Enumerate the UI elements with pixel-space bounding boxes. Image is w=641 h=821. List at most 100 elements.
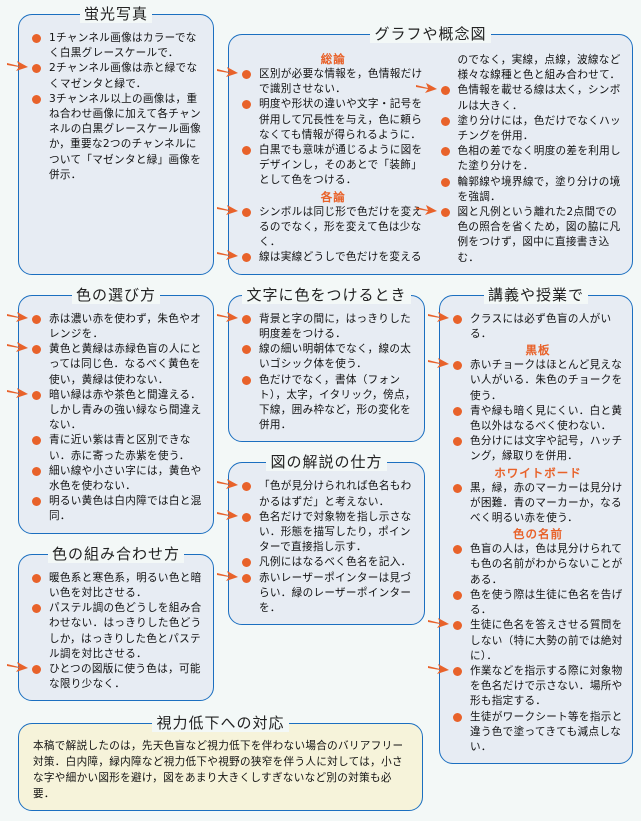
list-item: ひとつの図版に使う色は，可能な限り少なく． xyxy=(7,661,205,692)
bullet-list: 背景と字の間に，はっきりした明度差をつける．線の細い明朝体でなく，線の太いゴシッ… xyxy=(217,311,416,434)
list-item: 青に近い紫は青と区別できない．赤に寄った赤紫を使う． xyxy=(31,433,205,463)
bullet-icon xyxy=(32,497,41,507)
list-item: 生徒に色名を答えさせる質問をしない（特に大勢の前では絶対に）． xyxy=(428,618,624,664)
list-item: 暗い緑は赤や茶色と間違える．しかし青みの強い緑なら間違えない． xyxy=(7,387,205,434)
bullet-icon xyxy=(242,314,251,324)
section-combination: 色の組み合わせ方 暖色系と寒色系，明るい色と暗い色を対比させる．パステル調の色ど… xyxy=(7,544,214,702)
list-item-text: 生徒に色名を答えさせる質問をしない（特に大勢の前では絶対に）． xyxy=(470,619,623,662)
list-item: 2チャンネル画像は赤と緑でなくマゼンタと緑で． xyxy=(7,61,205,91)
list-item: 黄色と黄緑は赤緑色盲の人にとっては同じ色．なるべく黄色を使い，黄緑は使わない． xyxy=(7,342,205,388)
list-item: 3チャンネル以上の画像は，重ね合わせ画像に加えて各チャンネルの白黒グレースケール… xyxy=(31,92,205,183)
arrow-icon xyxy=(217,478,239,490)
section-low-vision: 視力低下への対応 本稿で解説したのは，先天色盲など視力低下を伴わない場合のバリア… xyxy=(18,714,423,812)
bullet-icon xyxy=(242,345,251,355)
bullet-icon xyxy=(440,177,450,187)
bullet-icon xyxy=(242,375,251,385)
section-text-color: 文字に色をつけるとき 背景と字の間に，はっきりした明度差をつける．線の細い明朝体… xyxy=(217,285,425,443)
list-item: 白黒でも意味が通じるように図をデザインし，そのあとで「装飾」として色をつける． xyxy=(241,143,426,189)
list-item-text: 2チャンネル画像は赤と緑でなくマゼンタと緑で． xyxy=(49,62,198,90)
list-item: 赤は濃い赤を使わず，朱色やオレンジを． xyxy=(7,311,205,342)
bullet-icon xyxy=(32,436,41,446)
bullet-icon xyxy=(453,437,462,447)
bullet-icon xyxy=(242,482,251,492)
arrow-icon xyxy=(217,311,239,323)
list-item-text: 赤いレーザーポインターは見づらい．緑のレーザーポインターを． xyxy=(259,571,412,615)
list-item-text: 明度や形状の違いや文字・記号を併用して冗長性を与え，色に頼らなくても情報が得られ… xyxy=(259,98,423,141)
bullet-list: 赤は濃い赤を使わず，朱色やオレンジを．黄色と黄緑は赤緑色盲の人にとっては同じ色．… xyxy=(7,311,205,525)
section-title: 図の解説の仕方 xyxy=(266,453,387,472)
arrow-icon xyxy=(217,204,239,216)
list-item-text: 白黒でも意味が通じるように図をデザインし，そのあとで「装飾」として色をつける． xyxy=(259,144,423,187)
bullet-icon xyxy=(453,666,462,676)
bullet-icon xyxy=(242,207,251,217)
subheading: 各論 xyxy=(320,189,346,204)
section-title: 色の組み合わせ方 xyxy=(47,544,184,563)
list-item-text: 赤は濃い赤を使わず，朱色やオレンジを． xyxy=(49,312,201,341)
list-item: 色名だけで対象物を指し示さない．形態を描写したり，ポインターで直接指し示す． xyxy=(217,509,416,556)
list-item: 色情報を載せる線は太く，シンボルは大きく． xyxy=(415,83,625,113)
section-title: 講義や授業で xyxy=(483,285,588,304)
list-item: 生徒がワークシート等を指示と違う色で塗ってきても減点しない． xyxy=(452,710,624,756)
arrow-icon xyxy=(7,661,29,673)
list-item-text: 区別が必要な情報を，色情報だけで識別させない． xyxy=(259,68,423,96)
arrow-icon xyxy=(415,204,438,216)
list-item: 背景と字の間に，はっきりした明度差をつける． xyxy=(217,311,416,342)
bullet-icon xyxy=(453,314,462,324)
section-graphs: グラフや概念図 総論区別が必要な情報を，色情報だけで識別させない．明度や形状の違… xyxy=(217,25,633,275)
arrow-icon xyxy=(415,82,438,94)
bullet-icon xyxy=(453,361,462,371)
section-figure-explain: 図の解説の仕方 「色が見分けられれば色名もわかるはずだ」と考えない．色名だけで対… xyxy=(217,453,425,626)
section-title: 色の選び方 xyxy=(71,285,160,304)
list-item-text: 明るい黄色は白内障では白と混同． xyxy=(49,495,202,523)
list-item: 線の細い明朝体でなく，線の太いゴシック体を使う． xyxy=(241,342,416,372)
arrow-icon xyxy=(7,60,29,72)
bullet-list: 総論区別が必要な情報を，色情報だけで識別させない．明度や形状の違いや文字・記号を… xyxy=(217,51,426,266)
list-item-text: 黄色と黄緑は赤緑色盲の人にとっては同じ色．なるべく黄色を使い，黄緑は使わない． xyxy=(49,343,202,386)
arrow-icon xyxy=(428,617,450,629)
bullet-icon xyxy=(440,208,450,218)
list-item: 赤いレーザーポインターは見づらい．緑のレーザーポインターを． xyxy=(217,570,416,617)
bullet-icon xyxy=(242,100,251,110)
list-item: 区別が必要な情報を，色情報だけで識別させない． xyxy=(217,67,426,97)
bullet-icon xyxy=(242,512,251,522)
list-item-text: 色分けには文字や記号，ハッチング，縁取りを併用． xyxy=(470,435,623,463)
list-item: 色盲の人は，色は見分けられても色の名前がわからないことがある． xyxy=(452,542,624,588)
bullet-icon xyxy=(453,483,462,493)
bullet-icon xyxy=(440,86,450,96)
list-item: 凡例にはなるべく色名を記入． xyxy=(241,555,416,570)
list-item: クラスには必ず色盲の人がいる． xyxy=(428,311,624,342)
arrow-icon xyxy=(7,311,29,323)
section-title: グラフや概念図 xyxy=(370,25,491,43)
list-item: 塗り分けには，色だけでなくハッチングを併用． xyxy=(440,114,625,144)
list-item: 黒，緑，赤のマーカーは見分けが困難．青のマーカーか，なるべく明るい赤を使う． xyxy=(452,481,624,527)
bullet-list: 暖色系と寒色系，明るい色と暗い色を対比させる．パステル調の色どうしを組み合わせな… xyxy=(7,571,205,693)
list-item-text: 色情報を載せる線は太く，シンボルは大きく． xyxy=(457,84,621,112)
bullet-icon xyxy=(242,573,251,583)
continued-text: のでなく，実線，点線，波線など様々な線種と色と組み合わせて． xyxy=(457,54,621,82)
bullet-icon xyxy=(440,116,450,126)
list-item-text: 輪郭線や境界線で，塗り分けの境を強調． xyxy=(457,175,621,203)
list-item-text: 線の細い明朝体でなく，線の太いゴシック体を使う． xyxy=(259,343,412,371)
bullet-icon xyxy=(32,34,41,43)
list-item: 細い線や小さい字には，黄色や水色を使わない． xyxy=(31,464,205,494)
list-item-text: シンボルは同じ形で色だけを変えるのでなく，形を変えて色は少なく． xyxy=(259,205,423,249)
list-item: 暖色系と寒色系，明るい色と暗い色を対比させる． xyxy=(31,571,205,601)
subheading: ホワイトボード xyxy=(494,465,582,480)
arrow-icon xyxy=(7,341,29,353)
bullet-list: クラスには必ず色盲の人がいる．黒板赤いチョークはほとんど見えない人がいる．朱色の… xyxy=(428,311,624,756)
bullet-icon xyxy=(32,314,41,324)
list-item-text: 「色が見分けられれば色名もわかるはずだ」と考えない． xyxy=(259,480,412,508)
bullet-icon xyxy=(32,345,41,355)
list-item-text: 赤いチョークはほとんど見えない人がいる．朱色のチョークを使う． xyxy=(470,359,623,402)
list-item-text: ひとつの図版に使う色は，可能な限り少なく． xyxy=(49,662,201,691)
section-title: 蛍光写真 xyxy=(79,5,152,23)
list-item-text: 色相の差でなく明度の差を利用した塗り分けを． xyxy=(457,145,621,173)
bullet-icon xyxy=(453,406,462,416)
bullet-icon xyxy=(32,64,41,74)
list-item-text: 黒，緑，赤のマーカーは見分けが困難．青のマーカーか，なるべく明るい赤を使う． xyxy=(470,481,623,525)
list-item: 線は実線どうしで色だけを変える xyxy=(217,250,426,265)
list-item-text: 1チャンネル画像はカラーでなく白黒グレースケールで． xyxy=(49,32,197,60)
list-item: 1チャンネル画像はカラーでなく白黒グレースケールで． xyxy=(31,31,205,61)
list-item-text: 塗り分けには，色だけでなくハッチングを併用． xyxy=(457,114,621,143)
